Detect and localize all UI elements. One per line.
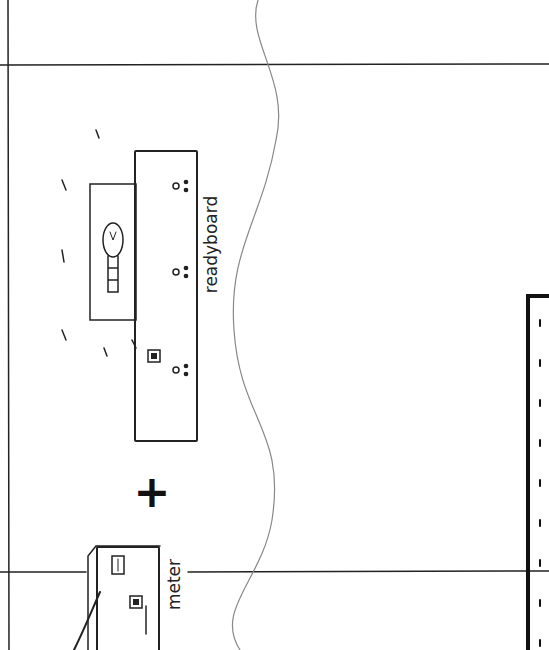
switch-symbol — [151, 353, 157, 359]
panel-tick — [539, 440, 541, 446]
panel-ticks — [539, 320, 541, 646]
plus-sign: + — [134, 470, 171, 514]
box-label: readyboard — [203, 195, 220, 292]
bulb-glass — [103, 223, 123, 257]
frame-line — [8, 0, 9, 650]
outlet-hole — [184, 372, 187, 375]
outlet-hole — [173, 269, 179, 275]
outlet-hole — [184, 266, 187, 269]
dark-panel — [528, 296, 549, 650]
light-rays — [62, 130, 136, 356]
panel-tick — [539, 480, 541, 486]
panel-tick — [539, 640, 541, 646]
switch-symbol — [148, 350, 160, 362]
meter-dial — [118, 559, 119, 571]
bulb-filament — [110, 232, 116, 240]
readyboard-box: readyboard — [134, 150, 198, 442]
outlet-hole — [184, 364, 187, 367]
frame-line — [188, 571, 549, 572]
outlet-hole — [184, 180, 187, 183]
outlet-dots — [173, 180, 188, 375]
outlet-hole — [184, 274, 187, 277]
wavy-line — [232, 0, 278, 650]
panel-tick — [539, 520, 541, 526]
meter-mark — [145, 606, 147, 634]
bulb-base — [108, 256, 118, 292]
meter-dial — [133, 599, 139, 605]
panel-tick — [539, 320, 541, 326]
panel-tick — [539, 400, 541, 406]
outlet-hole — [173, 367, 179, 373]
meter-dial — [130, 596, 142, 608]
meter-box: meter — [96, 546, 160, 650]
bulb-box — [90, 184, 136, 320]
frame-line — [0, 64, 549, 65]
meter-dial — [112, 556, 124, 574]
box-label: meter — [166, 558, 183, 609]
frame-line — [0, 571, 86, 573]
panel-tick — [539, 600, 541, 606]
meter-side — [88, 546, 160, 650]
panel-tick — [539, 560, 541, 566]
panel-tick — [539, 360, 541, 366]
outlet-hole — [173, 183, 179, 189]
outlet-hole — [184, 188, 187, 191]
